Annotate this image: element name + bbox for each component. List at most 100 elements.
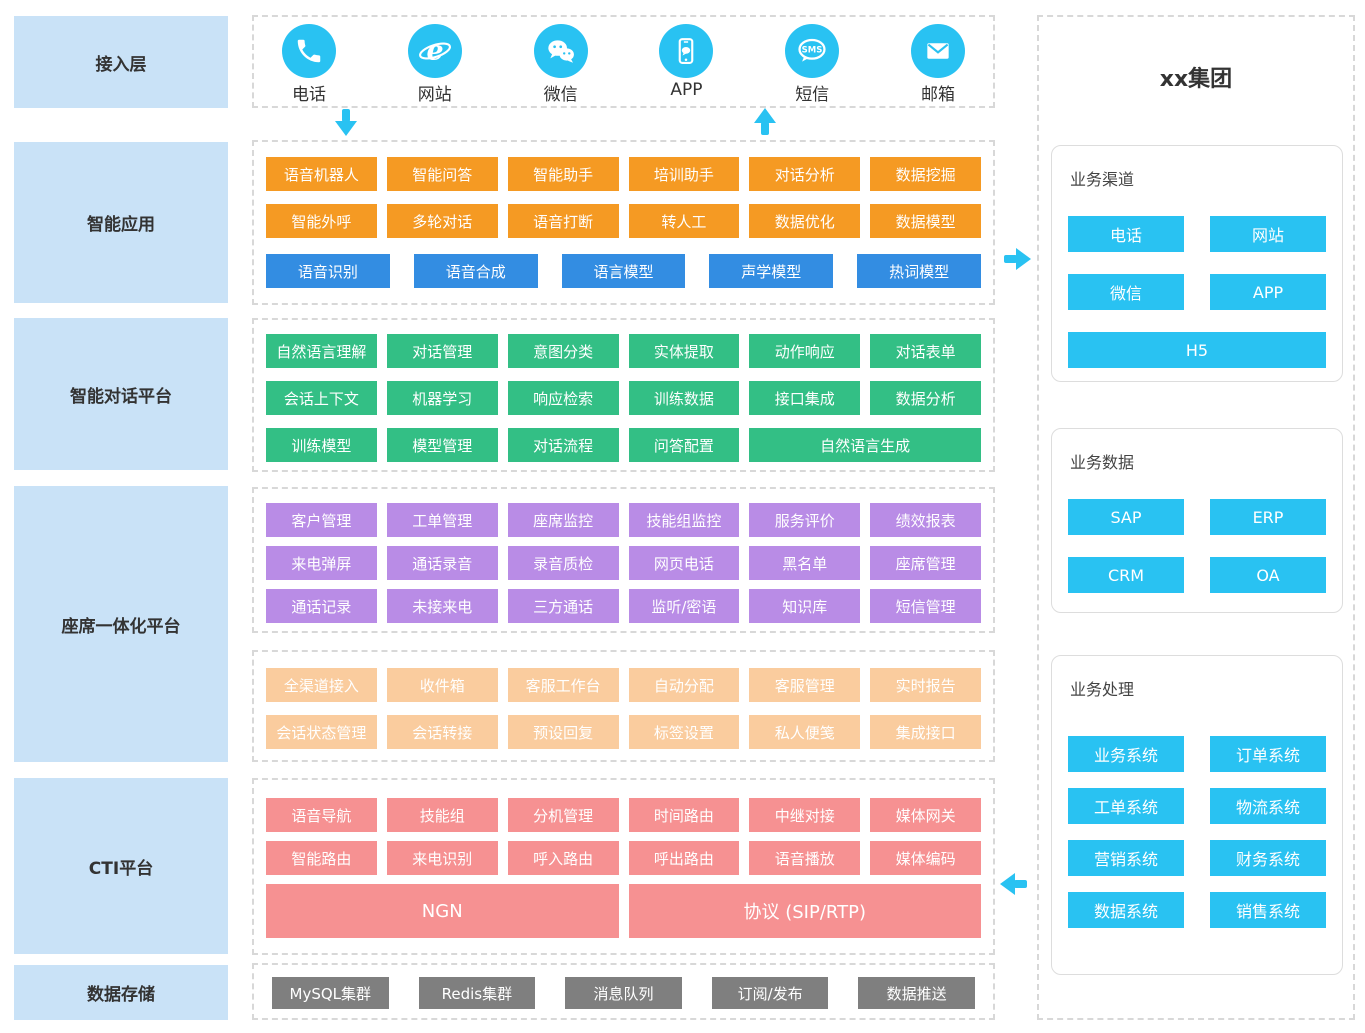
chip: 预设回复 — [507, 715, 619, 749]
chip: 训练模型 — [266, 428, 377, 462]
card-title: 业务处理 — [1070, 680, 1135, 699]
channel-label: 网站 — [417, 85, 452, 105]
chip: 数据系统 — [1068, 892, 1184, 928]
chip: 黑名单 — [749, 546, 861, 580]
chip: 意图分类 — [507, 334, 619, 368]
chip: 三方通话 — [507, 589, 619, 623]
chip: 协议 (SIP/RTP) — [628, 884, 981, 938]
chip: 时间路由 — [628, 798, 740, 832]
dialog-platform-section: 自然语言理解对话管理意图分类实体提取动作响应对话表单会话上下文机器学习响应检索训… — [252, 318, 995, 472]
chip: 工单管理 — [386, 503, 498, 537]
chip: 语音识别 — [266, 254, 390, 288]
chip: 呼入路由 — [507, 841, 619, 875]
omnichannel-section: 全渠道接入收件箱客服工作台自动分配客服管理实时报告会话状态管理会话转接预设回复标… — [252, 650, 995, 762]
chip: 监听/密语 — [628, 589, 740, 623]
chip: 标签设置 — [628, 715, 740, 749]
chip: H5 — [1068, 332, 1326, 368]
chip: 录音质检 — [507, 546, 619, 580]
chip: OA — [1210, 557, 1326, 593]
chip: 通话录音 — [386, 546, 498, 580]
chip: MySQL集群 — [272, 977, 389, 1009]
channel-wechat: 微信 — [518, 24, 604, 106]
channel-label: 邮箱 — [920, 85, 955, 105]
chip: 业务系统 — [1068, 736, 1184, 772]
chip: 短信管理 — [870, 589, 981, 623]
chip: 网站 — [1210, 216, 1326, 252]
chip: 多轮对话 — [386, 204, 498, 238]
business-process-grid: 业务系统订单系统工单系统物流系统营销系统财务系统数据系统销售系统 — [1068, 736, 1326, 928]
chip: 语音导航 — [266, 798, 377, 832]
chip: 智能路由 — [266, 841, 377, 875]
chip: 数据分析 — [870, 381, 981, 415]
chip: 座席监控 — [507, 503, 619, 537]
chip: 微信 — [1068, 274, 1184, 310]
chip: ERP — [1210, 499, 1326, 535]
svg-text:SMS: SMS — [802, 45, 823, 55]
channels-section: 电话 e 网站 — [252, 15, 995, 108]
chip: 声学模型 — [709, 254, 834, 288]
chip: 座席管理 — [870, 546, 981, 580]
chip: 全渠道接入 — [266, 668, 377, 702]
chip: 绩效报表 — [870, 503, 981, 537]
app-icon — [659, 24, 714, 78]
chip: 机器学习 — [386, 381, 498, 415]
chip: 智能外呼 — [266, 204, 377, 238]
group-title: xx集团 — [1159, 67, 1233, 92]
layer-label-dialog-platform: 智能对话平台 — [14, 318, 228, 470]
chip: 对话分析 — [749, 157, 861, 191]
chip: 呼出路由 — [628, 841, 740, 875]
wechat-icon — [533, 24, 588, 78]
chip: 问答配置 — [628, 428, 740, 462]
mail-icon — [910, 24, 965, 78]
chip: 会话转接 — [386, 715, 498, 749]
chip: 培训助手 — [628, 157, 740, 191]
channel-mail: 邮箱 — [895, 24, 981, 106]
chip: 数据模型 — [870, 204, 981, 238]
chip: 热词模型 — [857, 254, 981, 288]
arrow-left-icon — [999, 871, 1029, 897]
layer-label-cti-platform: CTI平台 — [14, 778, 228, 954]
agent-platform-grid: 客户管理工单管理座席监控技能组监控服务评价绩效报表来电弹屏通话录音录音质检网页电… — [266, 503, 981, 623]
agent-platform-section: 客户管理工单管理座席监控技能组监控服务评价绩效报表来电弹屏通话录音录音质检网页电… — [252, 487, 995, 633]
chip: 订阅/发布 — [711, 977, 829, 1009]
chip: 数据优化 — [749, 204, 861, 238]
website-icon: e — [407, 24, 462, 78]
dialog-platform-grid: 自然语言理解对话管理意图分类实体提取动作响应对话表单会话上下文机器学习响应检索训… — [266, 334, 981, 462]
chip: NGN — [266, 884, 619, 938]
chip: 会话状态管理 — [266, 715, 377, 749]
svg-text:e: e — [426, 36, 443, 67]
chip: 私人便笺 — [749, 715, 861, 749]
chip: 媒体编码 — [870, 841, 981, 875]
chip: 智能助手 — [507, 157, 619, 191]
chip: 消息队列 — [565, 977, 682, 1009]
chip: 订单系统 — [1210, 736, 1326, 772]
chip: 媒体网关 — [870, 798, 981, 832]
chip: CRM — [1068, 557, 1184, 593]
chip: 集成接口 — [870, 715, 981, 749]
chip: 知识库 — [749, 589, 861, 623]
chip: 财务系统 — [1210, 840, 1326, 876]
chip: 模型管理 — [386, 428, 498, 462]
chip: 动作响应 — [749, 334, 861, 368]
chip: 自然语言生成 — [749, 428, 981, 462]
chip: 语言模型 — [561, 254, 686, 288]
card-title: 业务渠道 — [1070, 170, 1135, 189]
layer-label-agent-platform: 座席一体化平台 — [14, 486, 228, 762]
cti-section: 语音导航技能组分机管理时间路由中继对接媒体网关智能路由来电识别呼入路由呼出路由语… — [252, 778, 995, 955]
chip: 来电弹屏 — [266, 546, 377, 580]
business-process-card: 业务处理 业务系统订单系统工单系统物流系统营销系统财务系统数据系统销售系统 — [1051, 655, 1343, 975]
chip: 自然语言理解 — [266, 334, 377, 368]
arrow-up-icon — [752, 107, 778, 137]
chip: 实体提取 — [628, 334, 740, 368]
chip: 物流系统 — [1210, 788, 1326, 824]
channel-website: e 网站 — [392, 24, 478, 106]
chip: 网页电话 — [628, 546, 740, 580]
chip: 电话 — [1068, 216, 1184, 252]
chip: 营销系统 — [1068, 840, 1184, 876]
